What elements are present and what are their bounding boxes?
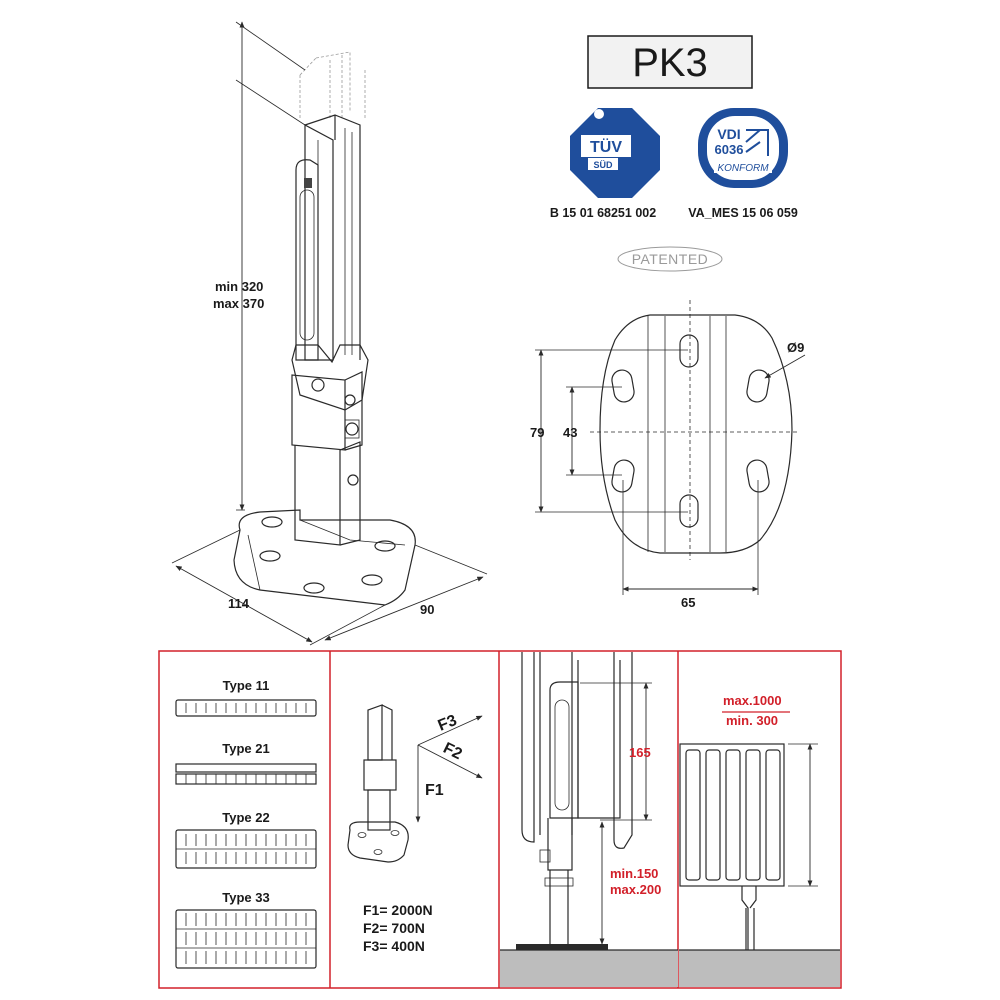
floor-max-label: max.200: [610, 882, 661, 897]
svg-text:6036: 6036: [715, 142, 744, 157]
install-side-panel: [500, 652, 678, 987]
svg-text:SÜD: SÜD: [593, 160, 613, 170]
tuv-certificate-code: B 15 01 68251 002: [550, 206, 656, 220]
f3-arrow-label: F3: [436, 712, 460, 735]
f2-value: F2= 700N: [363, 920, 425, 936]
height-max-label: max 370: [213, 296, 264, 311]
type-33-profile: [175, 909, 317, 969]
type-22-profile: [175, 829, 317, 869]
tuv-sud-logo: TÜV SÜD: [570, 108, 660, 198]
model-box: [587, 35, 753, 89]
svg-text:TÜV: TÜV: [590, 137, 622, 156]
radiator-types-panel: Type 11 Type 21 Type 22 Type 33: [175, 678, 317, 969]
bottom-panels-frame: [158, 650, 842, 989]
dim-65-label: 65: [681, 595, 695, 610]
height-min-300-label: min. 300: [726, 713, 778, 728]
dim-79-label: 79: [530, 425, 544, 440]
vdi-certificate-code: VA_MES 15 06 059: [688, 206, 798, 220]
hole-diameter-label: Ø9: [787, 340, 804, 355]
type-21-profile: [175, 763, 317, 785]
dim-43-label: 43: [563, 425, 577, 440]
height-min-label: min 320: [215, 279, 263, 294]
floor-area: [500, 950, 678, 987]
model-title: PK3: [632, 41, 708, 85]
f2-arrow-label: F2: [440, 740, 464, 764]
type-33-label: Type 33: [222, 890, 269, 905]
base-length-label: 114: [228, 596, 250, 611]
f3-value: F3= 400N: [363, 938, 425, 954]
type-21-label: Type 21: [222, 741, 269, 756]
base-plate-plan: [535, 300, 806, 595]
f1-arrow-label: F1: [425, 782, 444, 799]
svg-text:KONFORM: KONFORM: [717, 163, 769, 174]
f1-value: F1= 2000N: [363, 902, 433, 918]
type-11-profile: [175, 699, 317, 717]
floor-min-label: min.150: [610, 866, 658, 881]
type-22-label: Type 22: [222, 810, 269, 825]
bracket-drawing: [171, 21, 488, 646]
forces-panel: F3 F2 F1: [347, 704, 483, 863]
install-front-panel: [679, 711, 840, 987]
svg-text:VDI: VDI: [717, 126, 740, 142]
base-width-label: 90: [420, 602, 434, 617]
type-11-label: Type 11: [223, 678, 270, 693]
dim-165-label: 165: [629, 745, 651, 760]
patent-label: PATENTED: [632, 251, 709, 267]
vdi-6036-logo: VDI 6036 KONFORM: [698, 108, 788, 188]
patent-badge: [617, 246, 723, 272]
height-max-1000-label: max.1000: [723, 693, 782, 708]
